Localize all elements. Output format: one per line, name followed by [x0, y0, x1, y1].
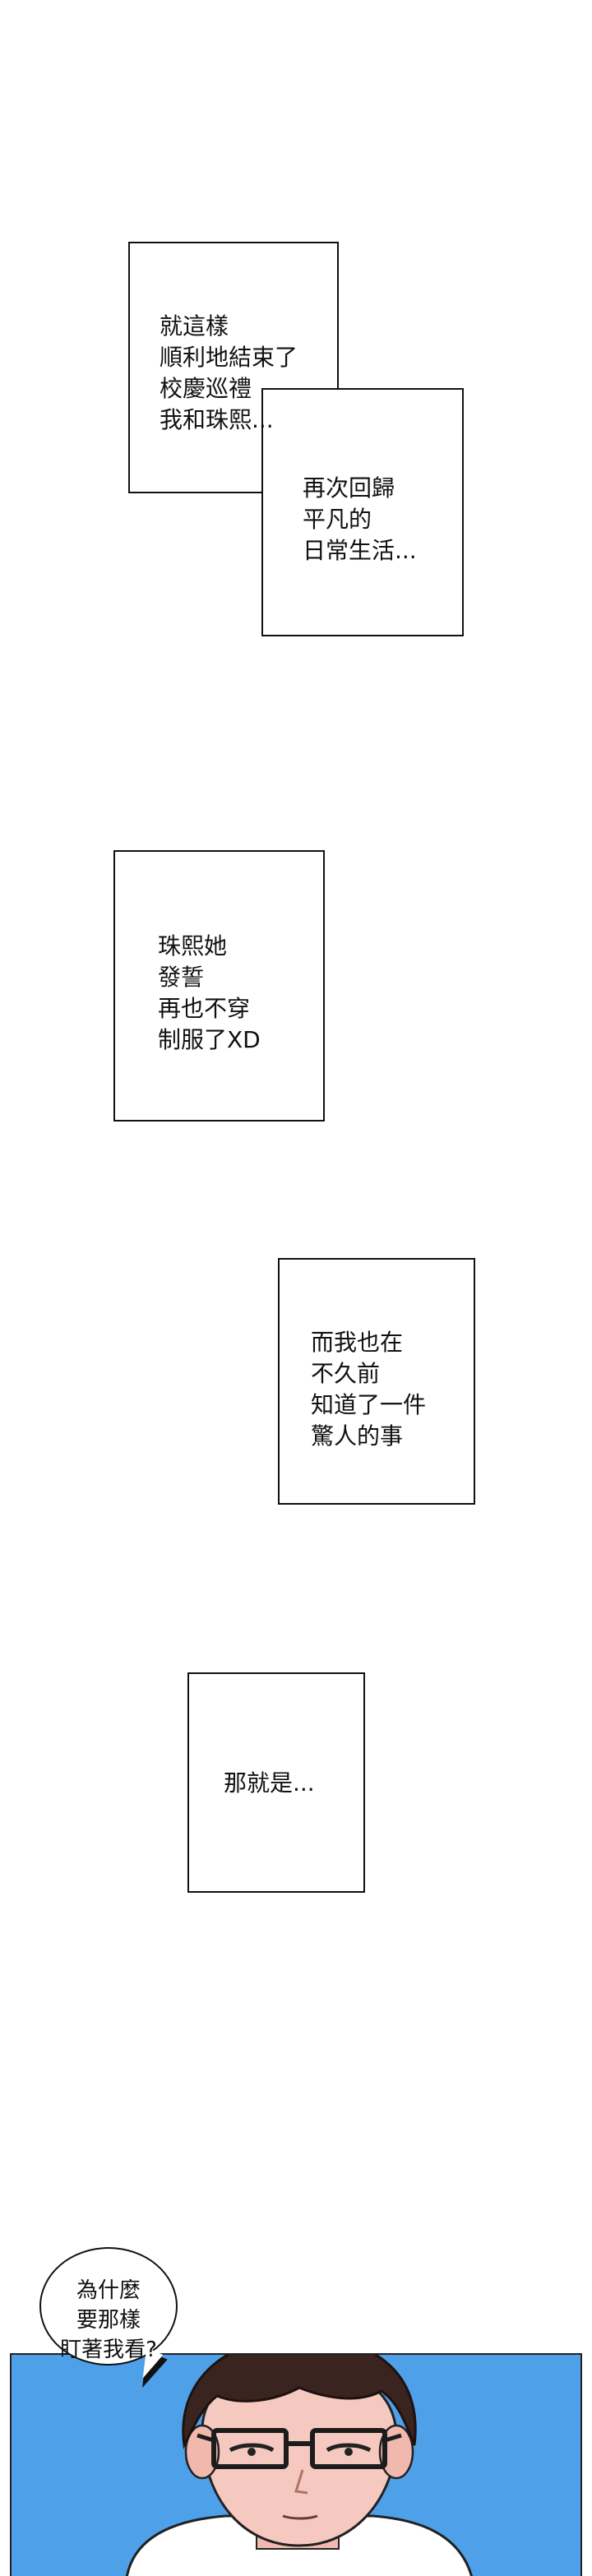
- caption-merge-cover: [263, 390, 337, 492]
- caption-text-3: 珠熙她 發誓 再也不穿 制服了XD: [158, 932, 261, 1053]
- speech-bubble: [39, 2247, 178, 2366]
- caption-text-4: 而我也在 不久前 知道了一件 驚人的事: [311, 1329, 427, 1450]
- caption-text-1: 就這樣 順利地結束了 校慶巡禮 我和珠熙...: [160, 312, 298, 433]
- speech-bubble-text: 為什麼 要那樣 盯著我看?: [60, 2278, 157, 2362]
- caption-box-4: [278, 1258, 475, 1505]
- comic-panel: [10, 2353, 582, 2576]
- character-illustration: [125, 2355, 473, 2576]
- caption-text-5: 那就是...: [224, 1769, 315, 1797]
- caption-box-5: [187, 1672, 365, 1893]
- caption-text-2: 再次回歸 平凡的 日常生活...: [303, 474, 417, 564]
- caption-box-3: [113, 850, 325, 1122]
